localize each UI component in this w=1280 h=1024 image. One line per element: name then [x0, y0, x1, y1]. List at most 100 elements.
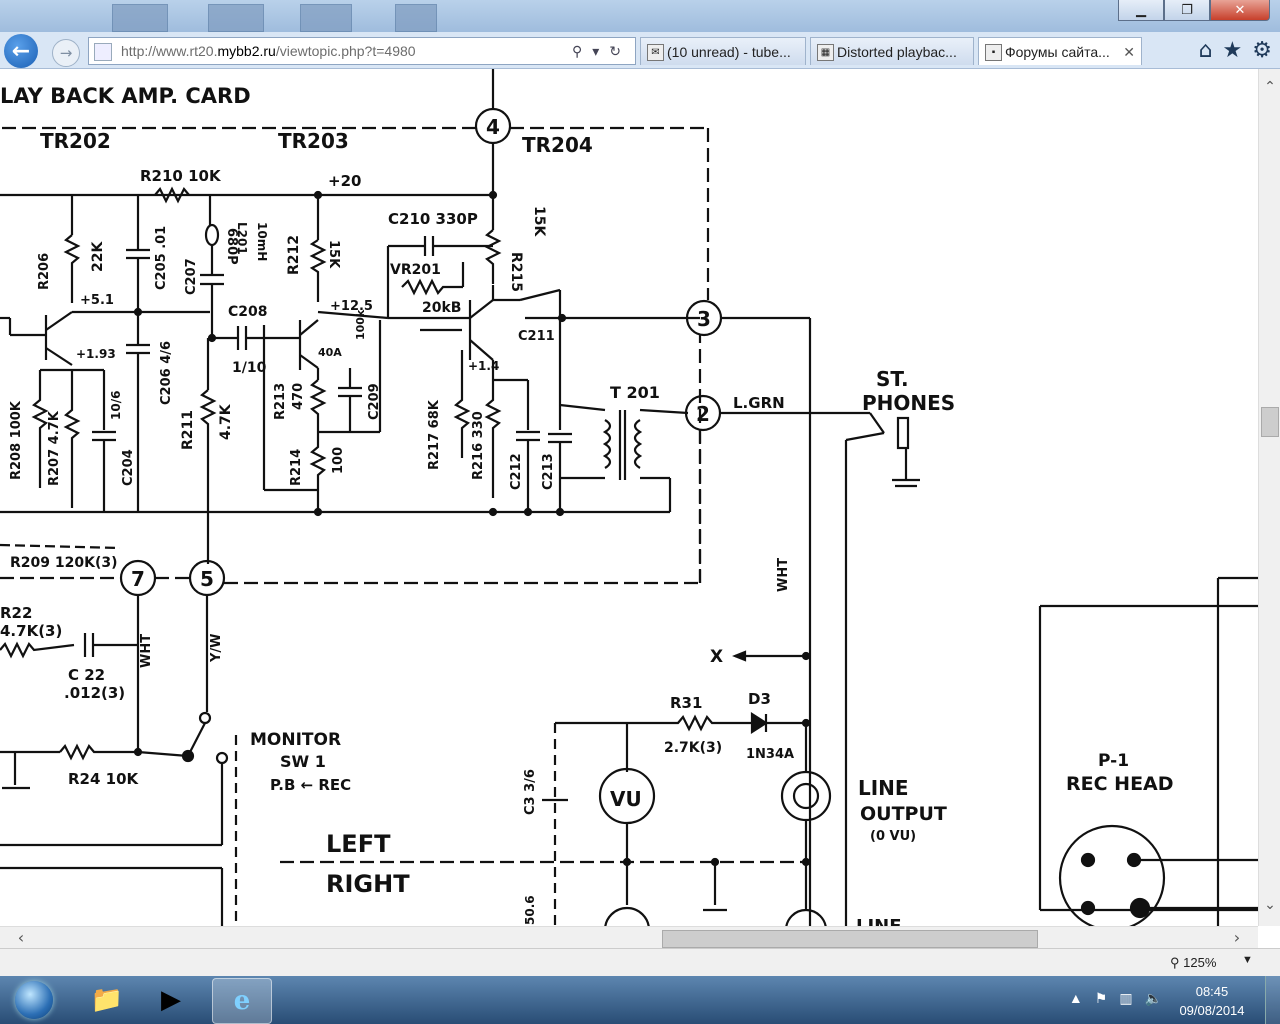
svg-text:50.6: 50.6 [523, 895, 537, 925]
settings-gear-icon[interactable]: ⚙ [1252, 38, 1272, 63]
tab-mail[interactable]: ✉ (10 unread) - tube... [640, 37, 806, 65]
svg-text:10/6: 10/6 [109, 391, 123, 420]
svg-text:PHONES: PHONES [862, 391, 955, 415]
vertical-scrollbar[interactable]: ⌃ ⌄ [1258, 69, 1280, 926]
address-bar[interactable]: http://www.rt20.mybb2.ru/viewtopic.php?t… [88, 37, 636, 65]
svg-text:R213: R213 [273, 383, 288, 420]
scroll-left-icon[interactable]: ‹ [17, 928, 25, 947]
svg-text:Y/W: Y/W [209, 633, 224, 663]
system-tray: ▲ ⚑ ▥ 🔈 08:45 09/08/2014 [1040, 976, 1280, 1024]
svg-text:R206: R206 [37, 253, 52, 290]
svg-text:100: 100 [331, 447, 346, 474]
svg-text:+1.4: +1.4 [468, 359, 499, 373]
svg-text:R208 100K: R208 100K [9, 400, 24, 480]
refresh-icon[interactable]: ↻ [609, 43, 631, 59]
svg-text:R215: R215 [508, 252, 524, 292]
svg-text:1/10: 1/10 [232, 360, 267, 376]
svg-text:RIGHT: RIGHT [326, 870, 410, 898]
svg-text:4: 4 [486, 115, 500, 139]
dropdown-icon[interactable]: ▾ [592, 43, 610, 59]
svg-text:SW 1: SW 1 [280, 752, 326, 771]
horizontal-scrollbar[interactable]: ‹ › [0, 926, 1258, 949]
svg-text:C207: C207 [184, 258, 199, 295]
svg-text:TR202: TR202 [40, 129, 111, 153]
svg-text:WHT: WHT [776, 558, 791, 592]
internet-explorer-icon[interactable]: e [212, 978, 272, 1024]
svg-text:P.B ← REC: P.B ← REC [270, 776, 351, 794]
svg-text:2: 2 [696, 402, 710, 426]
svg-text:15K: 15K [531, 206, 547, 237]
restore-button[interactable]: ❐ [1164, 0, 1210, 21]
svg-text:C211: C211 [518, 329, 555, 344]
svg-text:(0 VU): (0 VU) [870, 829, 916, 844]
scroll-up-icon[interactable]: ⌃ [1264, 79, 1276, 95]
svg-text:R211: R211 [180, 410, 196, 450]
site-favicon-icon [94, 43, 112, 61]
favorites-star-icon[interactable]: ★ [1222, 38, 1243, 63]
rec-head-connector-icon [1058, 824, 1166, 926]
volume-icon[interactable]: 🔈 [1144, 990, 1162, 1006]
svg-text:TR204: TR204 [522, 133, 593, 157]
svg-text:TR203: TR203 [278, 129, 349, 153]
svg-text:D3: D3 [748, 690, 771, 708]
vertical-scroll-thumb[interactable] [1261, 407, 1279, 437]
svg-text:T 201: T 201 [610, 383, 660, 402]
taskbar-thumb-icon [112, 4, 168, 32]
svg-text:R212: R212 [286, 235, 302, 275]
svg-text:R22: R22 [0, 604, 32, 622]
scroll-right-icon[interactable]: › [1233, 928, 1241, 947]
page-icon: ▪ [985, 44, 1002, 61]
svg-text:4.7K: 4.7K [218, 403, 234, 440]
back-button[interactable]: ← [4, 34, 38, 68]
svg-text:C212: C212 [509, 453, 524, 490]
svg-text:7: 7 [131, 567, 145, 591]
svg-text:R207 4.7K: R207 4.7K [47, 410, 62, 486]
zoom-control[interactable]: ⚲ 125% [1170, 955, 1217, 970]
zoom-icon: ⚲ [1170, 955, 1184, 970]
svg-text:C 22: C 22 [68, 666, 105, 684]
svg-text:VU: VU [610, 787, 642, 811]
search-icon[interactable]: ⚲ [571, 43, 593, 59]
svg-text:R214: R214 [289, 449, 304, 486]
taskbar-thumb-icon [395, 4, 437, 32]
network-icon[interactable]: ▥ [1119, 990, 1133, 1006]
schematic-image: LAY BACK AMP. CARD TR202 TR203 TR204 4 R… [0, 69, 1258, 926]
url-text: http://www.rt20.mybb2.ru/viewtopic.php?t… [121, 43, 416, 59]
show-hidden-icons-icon[interactable]: ▲ [1068, 990, 1083, 1006]
svg-text:4.7K(3): 4.7K(3) [0, 622, 62, 640]
window-title-bar: ▁ ❐ ✕ [0, 0, 1280, 32]
tab-close-icon[interactable]: ✕ [1123, 44, 1135, 60]
explorer-folder-icon[interactable]: 📁 [90, 985, 124, 1015]
svg-text:22K: 22K [90, 241, 106, 272]
svg-text:C205 .01: C205 .01 [154, 226, 169, 290]
svg-text:2.7K(3): 2.7K(3) [664, 740, 722, 756]
svg-text:40A: 40A [318, 346, 342, 359]
taskbar-thumb-icon [208, 4, 264, 32]
forward-button[interactable]: → [52, 39, 80, 67]
svg-text:LEFT: LEFT [326, 830, 391, 858]
taskbar: 📁 ▶ e ▲ ⚑ ▥ 🔈 08:45 09/08/2014 [0, 976, 1280, 1024]
svg-text:MONITOR: MONITOR [250, 730, 341, 750]
start-button[interactable] [4, 978, 64, 1022]
taskbar-thumb-icon [300, 4, 352, 32]
tab-forum[interactable]: ▦ Distorted playbac... [810, 37, 974, 65]
svg-text:470: 470 [291, 383, 306, 410]
close-button[interactable]: ✕ [1210, 0, 1270, 21]
zoom-dropdown-icon[interactable]: ▼ [1242, 954, 1253, 966]
clock[interactable]: 08:45 09/08/2014 [1179, 984, 1245, 1018]
svg-text:WHT: WHT [139, 634, 154, 668]
svg-text:X: X [710, 647, 723, 667]
svg-text:20kB: 20kB [422, 300, 461, 316]
show-desktop-button[interactable] [1265, 976, 1280, 1024]
schematic-title: LAY BACK AMP. CARD [0, 84, 251, 108]
svg-text:680P: 680P [224, 228, 239, 265]
tab-active-page[interactable]: ▪ Форумы сайта... ✕ [978, 37, 1142, 65]
scroll-down-icon[interactable]: ⌄ [1264, 897, 1276, 913]
home-icon[interactable]: ⌂ [1198, 38, 1213, 63]
horizontal-scroll-thumb[interactable] [662, 930, 1038, 948]
media-player-icon[interactable]: ▶ [161, 985, 181, 1015]
svg-text:VR201: VR201 [390, 262, 441, 278]
svg-text:L201: L201 [235, 222, 249, 255]
minimize-button[interactable]: ▁ [1118, 0, 1164, 21]
action-center-flag-icon[interactable]: ⚑ [1094, 990, 1108, 1006]
